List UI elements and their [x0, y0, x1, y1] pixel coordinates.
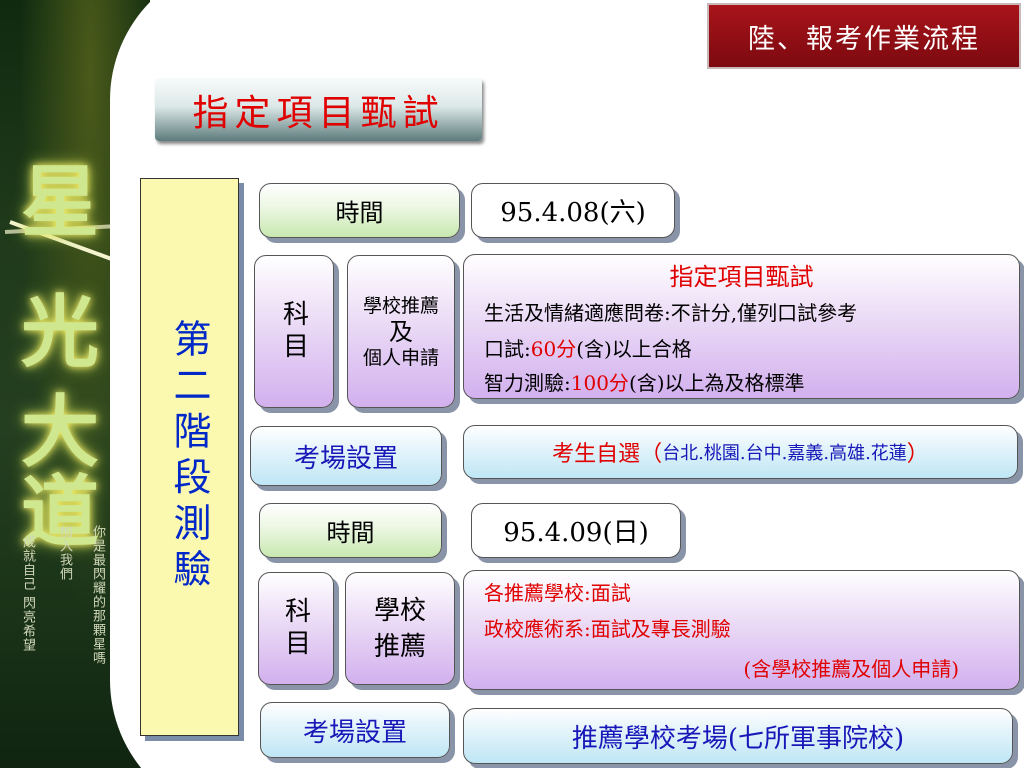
details-line: (含學校推薦及個人申請)	[743, 657, 959, 681]
banner-slogan: 成就自己 閃亮希望	[20, 535, 35, 653]
venue-text: 推薦學校考場(七所軍事院校)	[571, 723, 905, 754]
score-value: 60分	[530, 337, 577, 361]
method-box: 學校推薦	[345, 572, 455, 685]
left-banner: 星 光 大 道 你是最閃耀的那顆星嗎 加入我們 成就自己 閃亮希望	[0, 0, 150, 768]
details-box: 各推薦學校:面試 政校應術系:面試及專長測驗 (含學校推薦及個人申請)	[463, 570, 1020, 690]
venue-box: 考生自選（台北.桃園.台中.嘉義.高雄.花蓮）	[463, 425, 1018, 479]
header-title: 陸、報考作業流程	[707, 3, 1021, 69]
banner-slogan: 你是最閃耀的那顆星嗎	[90, 525, 105, 665]
date-box: 95.4.08(六)	[471, 183, 675, 238]
venue-box: 推薦學校考場(七所軍事院校)	[463, 708, 1013, 764]
details-line: 智力測驗:100分(含)以上為及格標準	[484, 371, 805, 395]
time-label: 時間	[335, 199, 384, 227]
details-box: 指定項目甄試 生活及情緒適應問卷:不計分,僅列口試參考 口試:60分(含)以上合…	[463, 254, 1020, 399]
score-value: 100分	[570, 371, 629, 395]
venue-label-box: 考場設置	[250, 426, 442, 486]
venue-label: 考場設置	[302, 717, 407, 748]
time-label-box: 時間	[259, 183, 460, 238]
venue-suffix: ）	[906, 442, 929, 467]
banner-slogan: 加入我們	[57, 525, 72, 581]
stage-box: 第二階段測驗	[140, 178, 239, 736]
method-line: 個人申請	[362, 346, 439, 369]
subject-label-box: 科目	[258, 572, 334, 685]
venue-label: 考場設置	[293, 443, 398, 474]
details-line: 政校應術系:面試及專長測驗	[484, 617, 731, 641]
stage-label: 第二階段測驗	[167, 319, 211, 595]
exam-date: 95.4.08(六)	[500, 198, 646, 228]
details-heading: 指定項目甄試	[669, 263, 814, 291]
banner-char: 道	[20, 468, 99, 558]
subject-label: 科目	[280, 596, 311, 661]
venue-cities: 台北.桃園.台中.嘉義.高雄.花蓮	[662, 443, 907, 464]
venue-label-box: 考場設置	[260, 702, 450, 758]
details-line: 口試:60分(含)以上合格	[484, 337, 692, 361]
section-title: 指定項目甄試	[155, 78, 482, 141]
method-box: 學校推薦 及 個人申請	[347, 255, 455, 408]
banner-char: 星	[20, 158, 99, 248]
method-label: 學校推薦	[373, 595, 426, 662]
method-line: 學校推薦	[362, 294, 439, 317]
method-line: 及	[389, 317, 413, 346]
venue-prefix: 考生自選（	[552, 442, 663, 467]
details-line: 各推薦學校:面試	[484, 581, 631, 605]
time-label-box: 時間	[259, 503, 442, 558]
subject-label-box: 科目	[254, 255, 334, 408]
time-label: 時間	[326, 519, 375, 547]
subject-label: 科目	[278, 299, 309, 364]
banner-char: 光	[20, 288, 99, 378]
date-box: 95.4.09(日)	[471, 503, 681, 558]
details-line: 生活及情緒適應問卷:不計分,僅列口試參考	[484, 301, 858, 325]
banner-char: 大	[20, 388, 99, 478]
exam-date: 95.4.09(日)	[503, 518, 649, 548]
